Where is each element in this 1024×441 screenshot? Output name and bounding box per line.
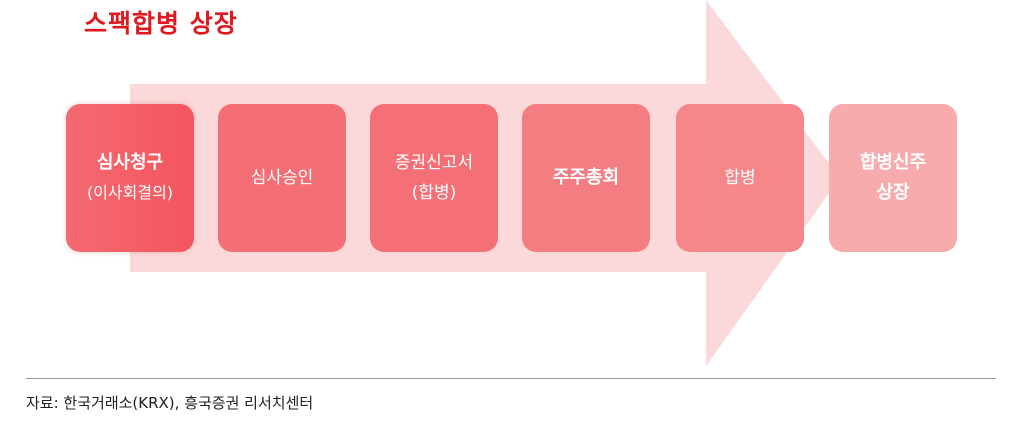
step-sublabel: (이사회결의): [86, 183, 174, 202]
step-sublabel: 상장: [876, 182, 910, 203]
step-label: 합병신주: [859, 152, 927, 173]
step-label: 합병: [724, 168, 756, 188]
step-new-shares-listing: 합병신주 상장: [829, 104, 957, 252]
step-label: 주주총회: [552, 167, 620, 188]
source-note: 자료: 한국거래소(KRX), 흥국증권 리서치센터: [26, 394, 314, 412]
diagram-title: 스팩합병 상장: [84, 9, 238, 38]
step-sublabel: (합병): [411, 183, 457, 203]
step-label: 증권신고서: [394, 153, 474, 173]
step-label: 심사청구: [96, 152, 164, 173]
step-merger: 합병: [676, 104, 804, 252]
step-review-request: 심사청구 (이사회결의): [66, 104, 194, 252]
step-review-approval: 심사승인: [218, 104, 346, 252]
step-shareholders-meeting: 주주총회: [522, 104, 650, 252]
step-label: 심사승인: [250, 168, 314, 188]
footer-divider: [26, 378, 996, 379]
step-registration-statement: 증권신고서 (합병): [370, 104, 498, 252]
